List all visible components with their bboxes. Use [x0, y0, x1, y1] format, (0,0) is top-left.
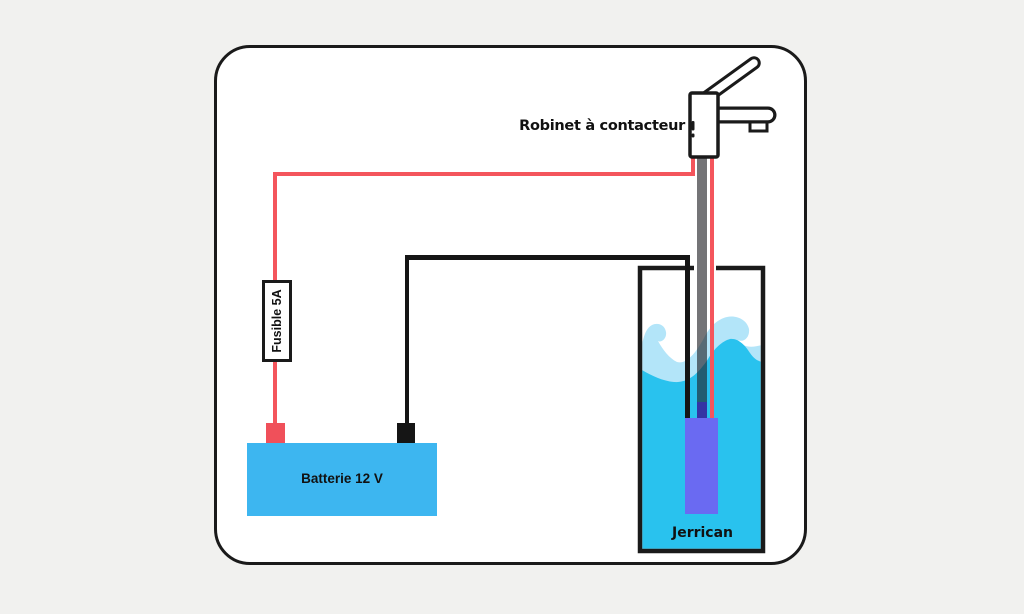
positive-wire-to-pump — [710, 155, 714, 418]
jerrican-outline — [637, 265, 766, 554]
faucet-seam-dash — [691, 121, 695, 131]
positive-wire-fuse-to-battery — [273, 358, 277, 426]
battery-terminal-negative — [397, 423, 415, 443]
battery-body: Batterie 12 V — [247, 443, 437, 516]
faucet-icon — [688, 56, 777, 159]
negative-wire-to-pump — [685, 255, 690, 418]
fuse-label: Fusible 5A — [270, 289, 284, 353]
submersible-pump-icon — [685, 418, 718, 514]
water-hose — [697, 155, 707, 402]
positive-wire-faucet-drop — [691, 155, 695, 175]
battery-terminal-positive — [266, 423, 285, 443]
fuse-box: Fusible 5A — [262, 280, 292, 362]
positive-wire-to-fuse — [273, 172, 277, 284]
faucet-body — [688, 91, 720, 159]
faucet-label: Robinet à contacteur — [519, 118, 685, 134]
jerrican-label: Jerrican — [671, 525, 734, 541]
battery-label: Batterie 12 V — [301, 471, 383, 487]
pump-inlet — [697, 402, 707, 418]
faucet-seam-dot — [691, 133, 695, 138]
negative-wire-horizontal — [404, 255, 690, 260]
negative-wire-riser — [404, 255, 409, 424]
positive-wire-horizontal — [273, 172, 695, 176]
